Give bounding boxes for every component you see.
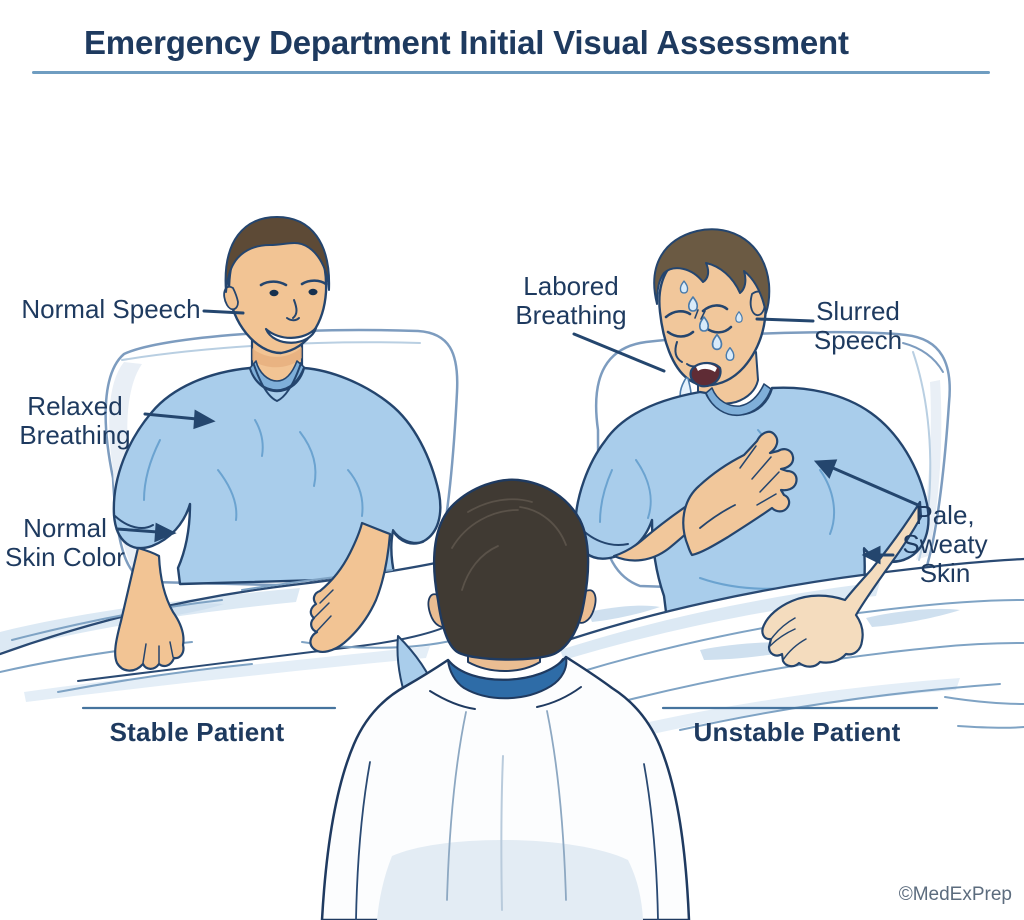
doctor-collar-notch [447,656,568,700]
unstable-collar [705,383,772,417]
page-title: Emergency Department Initial Visual Asse… [84,24,849,61]
doctor-hair [433,478,590,661]
relaxed-breathing-arrowhead-icon [193,409,216,430]
stable-patient-figure [0,216,470,920]
unstable-pale-arm [761,500,923,668]
annotations [115,309,920,565]
doctor-coat-shade [377,839,643,920]
doctor-hair-texture [451,498,567,591]
unstable-patient-caption: Unstable Patient [693,717,901,747]
unstable-hand-on-chest [612,430,798,562]
slurred-speech-pointer-line [755,317,815,323]
stable-right-hand [309,521,392,653]
label-normal-speech: Normal Speech [21,294,201,324]
stable-eye-left [269,289,279,297]
pale-skin-small-arrowhead-icon [861,545,881,565]
relaxed-breathing-arrow [143,412,199,421]
normal-speech-pointer-line [202,309,245,315]
stable-patient-head [223,216,331,397]
normal-skin-arrowhead-icon [154,522,177,543]
stable-smile [264,326,318,344]
doctor-figure [320,478,691,920]
labored-breathing-pointer-line [572,332,666,373]
stable-patient-hands [114,521,392,672]
normal-skin-arrow [115,527,160,534]
stable-ear-icon [223,285,239,311]
label-relaxed-breathing: Relaxed Breathing [19,391,131,451]
stable-collar [249,360,305,391]
unstable-patient-figure [554,228,1024,920]
stable-face-features [259,279,328,322]
label-slurred-speech: Slurred Speech [813,296,903,356]
stable-left-hand [114,546,185,672]
unstable-hair [653,228,771,314]
stable-patient-caption: Stable Patient [109,717,285,747]
label-pale-sweaty-skin: Pale, Sweaty Skin [902,500,988,589]
unstable-teeth [696,364,717,372]
label-normal-skin-color: Normal Skin Color [5,513,125,573]
stable-eye-right [308,288,318,296]
pale-skin-long-arrow [831,466,920,507]
title-underline [32,71,990,74]
unstable-chest-hand [682,430,798,557]
label-labored-breathing: Labored Breathing [515,271,627,331]
stable-hair [224,216,331,293]
doctor-coat-seams [355,686,659,920]
watermark: ©MedExPrep [898,884,1012,905]
pale-skin-long-arrowhead-icon [813,459,838,479]
stable-neck-shadow [252,347,302,368]
